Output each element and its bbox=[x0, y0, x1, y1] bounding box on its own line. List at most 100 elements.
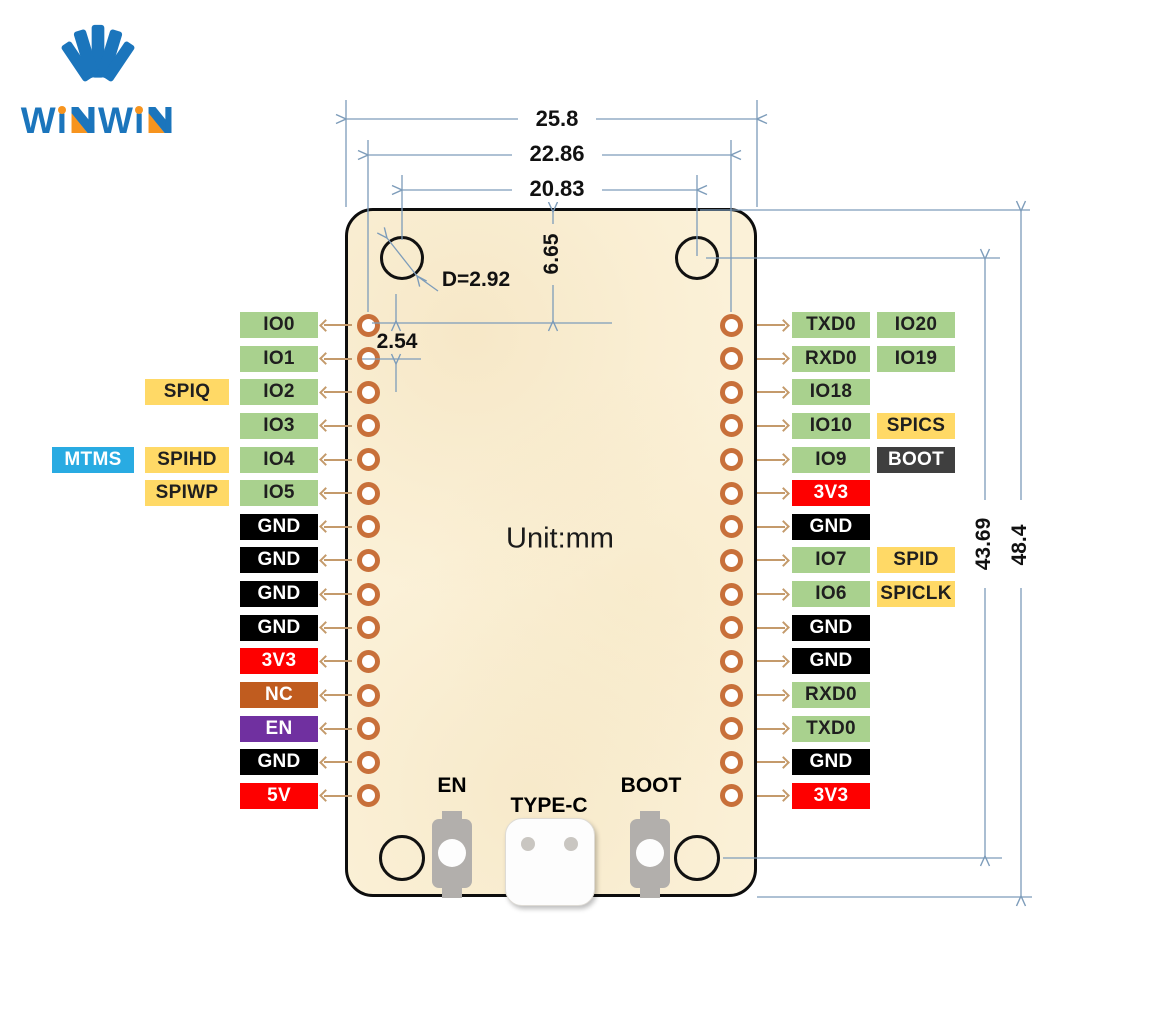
pin-label: NC bbox=[240, 682, 318, 709]
pin-arrow-left-head-icon bbox=[319, 587, 332, 601]
type-c-pin-dot bbox=[521, 837, 535, 851]
dim-pin-pitch: 2.54 bbox=[376, 330, 418, 353]
pin-hole-right bbox=[719, 717, 743, 741]
mounting-hole-top-left bbox=[380, 236, 424, 280]
pin-label: GND bbox=[792, 648, 870, 675]
pin-arrow-right-head-icon bbox=[777, 587, 790, 601]
en-button-tab-bottom bbox=[442, 886, 462, 898]
pin-hole-left bbox=[356, 380, 380, 404]
pin-arrow-left bbox=[324, 694, 352, 697]
pin-hole-left bbox=[356, 582, 380, 606]
pin-label: 3V3 bbox=[792, 480, 870, 507]
pin-label: IO20 bbox=[877, 312, 955, 338]
pin-arrow-left-head-icon bbox=[319, 655, 332, 668]
pin-hole-left bbox=[356, 750, 380, 774]
logo-letter-i: ı bbox=[56, 100, 68, 141]
pin-label: IO1 bbox=[240, 345, 318, 372]
pin-hole-right bbox=[719, 548, 743, 572]
pin-label: RXD0 bbox=[792, 345, 870, 372]
pin-arrow-left bbox=[324, 626, 352, 629]
logo-letter-n-icon bbox=[148, 107, 172, 133]
pin-label: IO19 bbox=[877, 345, 955, 372]
dim-hole-to-hole-height: 43.69 bbox=[972, 512, 996, 576]
pin-label: IO9 bbox=[792, 446, 870, 473]
pin-label: TXD0 bbox=[792, 715, 870, 742]
pin-arrow-right-head-icon bbox=[777, 755, 790, 769]
pin-label: GND bbox=[792, 749, 870, 776]
pin-arrow-right bbox=[757, 694, 785, 697]
pin-label: 5V bbox=[240, 782, 318, 809]
pin-arrow-right bbox=[757, 492, 785, 495]
pin-label: GND bbox=[240, 614, 318, 641]
pin-arrow-right bbox=[757, 660, 785, 663]
pin-label: IO2 bbox=[240, 379, 318, 406]
pin-label: GND bbox=[792, 513, 870, 540]
logo-letter: W bbox=[20, 100, 57, 141]
pin-label: IO18 bbox=[792, 379, 870, 406]
pin-arrow-left bbox=[324, 660, 352, 663]
pin-arrow-left bbox=[324, 593, 352, 596]
pin-label: SPIHD bbox=[145, 446, 229, 473]
pin-hole-right bbox=[719, 649, 743, 673]
pin-label: SPID bbox=[877, 547, 955, 574]
pin-arrow-right-head-icon bbox=[777, 453, 790, 466]
pin-arrow-right bbox=[757, 761, 785, 764]
pin-arrow-right bbox=[757, 324, 785, 326]
pin-arrow-right bbox=[757, 458, 785, 461]
boot-button-label: BOOT bbox=[620, 774, 682, 797]
pin-hole-right bbox=[719, 380, 743, 404]
pin-arrow-right-head-icon bbox=[777, 520, 790, 534]
pin-arrow-left-head-icon bbox=[319, 755, 332, 769]
pin-arrow-right-head-icon bbox=[777, 486, 790, 500]
pin-arrow-right bbox=[757, 727, 785, 730]
pin-hole-left bbox=[356, 448, 380, 472]
pin-hole-left bbox=[356, 515, 380, 539]
pin-arrow-right bbox=[757, 794, 785, 797]
pin-arrow-right-head-icon bbox=[777, 789, 790, 803]
pin-hole-left bbox=[356, 548, 380, 572]
pin-arrow-right-head-icon bbox=[777, 722, 790, 736]
pin-arrow-left-head-icon bbox=[319, 520, 332, 534]
mounting-hole-bottom-left bbox=[379, 835, 425, 881]
logo-i-dot-icon bbox=[57, 106, 66, 114]
pin-arrow-left-head-icon bbox=[319, 789, 332, 803]
pin-hole-right bbox=[719, 750, 743, 774]
pin-arrow-left bbox=[324, 391, 352, 394]
pin-arrow-left bbox=[324, 424, 352, 427]
pin-arrow-left-head-icon bbox=[319, 419, 332, 433]
dim-hole-span: 20.83 bbox=[523, 176, 591, 202]
pin-hole-right bbox=[719, 481, 743, 505]
pin-label: SPICLK bbox=[877, 581, 955, 608]
mounting-hole-bottom-right bbox=[674, 835, 720, 881]
pin-arrow-left bbox=[324, 458, 352, 461]
dim-top-pin-offset: 6.65 bbox=[540, 233, 563, 275]
pin-arrow-right-head-icon bbox=[777, 621, 790, 635]
pin-arrow-left bbox=[324, 324, 352, 326]
pin-arrow-right-head-icon bbox=[777, 352, 790, 365]
logo-i-dot-icon bbox=[134, 106, 143, 114]
dim-pin-row-span: 22.86 bbox=[523, 141, 591, 167]
boot-button-cap bbox=[636, 839, 664, 867]
pin-label: IO5 bbox=[240, 480, 318, 507]
pin-label: GND bbox=[240, 581, 318, 608]
pin-hole-right bbox=[719, 683, 743, 707]
boot-button-tab-bottom bbox=[640, 886, 660, 898]
logo-fan-icon bbox=[61, 24, 135, 82]
pin-arrow-right-head-icon bbox=[777, 655, 790, 668]
pin-arrow-right-head-icon bbox=[777, 688, 790, 702]
pin-arrow-right bbox=[757, 559, 785, 562]
pin-hole-right bbox=[719, 616, 743, 640]
pin-label: IO4 bbox=[240, 446, 318, 473]
pin-arrow-left-head-icon bbox=[319, 554, 332, 567]
pin-arrow-left bbox=[324, 727, 352, 730]
pin-arrow-left bbox=[324, 559, 352, 562]
pin-arrow-left-head-icon bbox=[319, 486, 332, 500]
pin-arrow-left bbox=[324, 525, 352, 528]
dim-hole-diameter: D=2.92 bbox=[441, 268, 511, 291]
pin-arrow-right bbox=[757, 424, 785, 427]
pin-arrow-right bbox=[757, 626, 785, 629]
pin-label: IO3 bbox=[240, 412, 318, 439]
logo-letter: W bbox=[98, 100, 134, 141]
